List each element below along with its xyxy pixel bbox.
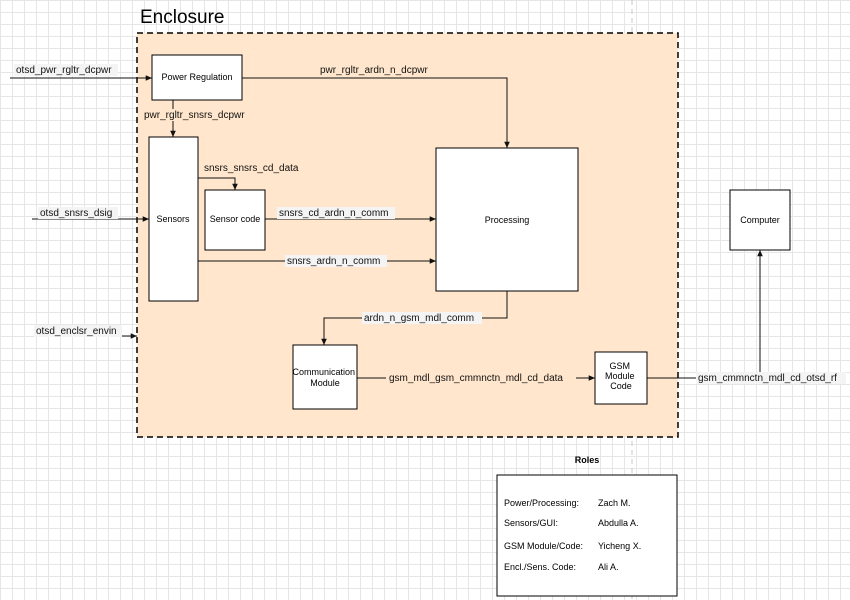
label-gsm-mdl-cd: gsm_mdl_gsm_cmmnctn_mdl_cd_data	[389, 373, 563, 384]
connector-snsrs-ardn[interactable]: snsrs_ardn_n_comm	[198, 255, 436, 267]
computer-label: Computer	[740, 215, 780, 225]
roles-title: Roles	[575, 455, 600, 465]
label-snsrs-cd-ardn: snsrs_cd_ardn_n_comm	[279, 208, 389, 219]
svg-text:Communication Module: Communication Module	[292, 367, 357, 388]
label-otsd-enclsr: otsd_enclsr_envin	[36, 326, 117, 337]
communication-module-label-line2: Module	[310, 378, 340, 388]
connector-pwr-ardn[interactable]: pwr_rgltr_ardn_n_dcpwr	[242, 64, 510, 148]
roles-person-2: Yicheng X.	[598, 541, 641, 551]
connector-snsrs-cd-ardn[interactable]: snsrs_cd_ardn_n_comm	[265, 207, 436, 222]
label-snsrs-ardn: snsrs_ardn_n_comm	[287, 256, 380, 267]
sensors-label: Sensors	[156, 214, 190, 224]
label-otsd-snsrs: otsd_snsrs_dsig	[40, 208, 112, 219]
roles-role-0: Power/Processing:	[504, 498, 579, 508]
connector-pwr-snsrs[interactable]: pwr_rgltr_snsrs_dcpwr	[142, 100, 252, 137]
block-sensors[interactable]: Sensors	[148, 136, 199, 302]
svg-text:GSM Module Code: GSM Module Code	[605, 361, 637, 391]
label-ardn-gsm: ardn_n_gsm_mdl_comm	[364, 313, 474, 324]
connector-ardn-gsm[interactable]: ardn_n_gsm_mdl_comm	[321, 291, 508, 345]
communication-module-label-line1: Communication	[292, 367, 355, 377]
block-power-regulation[interactable]: Power Regulation	[151, 54, 243, 101]
enclosure-title: Enclosure	[140, 7, 225, 28]
roles-person-0: Zach M.	[598, 498, 631, 508]
connector-otsd-snsrs[interactable]: otsd_snsrs_dsig	[32, 207, 149, 222]
roles-person-1: Abdulla A.	[598, 518, 639, 528]
sensor-code-label: Sensor code	[210, 214, 261, 224]
gsm-module-code-label-line3: Code	[610, 381, 632, 391]
connector-otsd-enclsr[interactable]: otsd_enclsr_envin	[34, 325, 137, 339]
roles-table[interactable]: Power/Processing: Zach M. Sensors/GUI: A…	[496, 474, 678, 597]
block-processing[interactable]: Processing	[435, 147, 579, 292]
power-regulation-label: Power Regulation	[161, 72, 232, 82]
label-otsd-pwr: otsd_pwr_rgltr_dcpwr	[16, 65, 112, 76]
connector-snsrs-cd[interactable]: snsrs_snsrs_cd_data	[198, 162, 304, 190]
roles-person-3: Ali A.	[598, 562, 619, 572]
label-gsm-rf: gsm_cmmnctn_mdl_cd_otsd_rf	[698, 373, 837, 384]
block-gsm-module-code[interactable]: GSM Module Code	[594, 351, 648, 405]
connector-otsd-pwr[interactable]: otsd_pwr_rgltr_dcpwr	[10, 64, 152, 81]
connector-gsm-mdl-cd[interactable]: gsm_mdl_gsm_cmmnctn_mdl_cd_data	[357, 372, 595, 384]
gsm-module-code-label-line1: GSM	[609, 361, 630, 371]
block-computer[interactable]: Computer	[729, 189, 791, 251]
label-pwr-ardn: pwr_rgltr_ardn_n_dcpwr	[320, 65, 429, 76]
block-sensor-code[interactable]: Sensor code	[204, 189, 266, 251]
gsm-module-code-label-line2: Module	[605, 371, 635, 381]
roles-role-2: GSM Module/Code:	[504, 541, 583, 551]
connector-gsm-rf[interactable]: gsm_cmmnctn_mdl_cd_otsd_rf	[647, 250, 846, 384]
processing-label: Processing	[485, 215, 530, 225]
label-snsrs-cd: snsrs_snsrs_cd_data	[204, 163, 299, 174]
roles-role-3: Encl./Sens. Code:	[504, 562, 576, 572]
roles-role-1: Sensors/GUI:	[504, 518, 558, 528]
label-pwr-snsrs: pwr_rgltr_snsrs_dcpwr	[144, 110, 245, 121]
block-communication-module[interactable]: Communication Module	[292, 344, 358, 410]
